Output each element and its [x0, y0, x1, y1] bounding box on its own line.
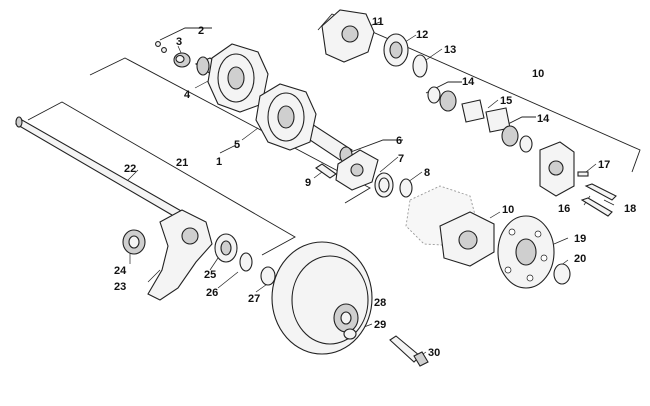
seal-part-7 — [374, 172, 394, 198]
bearing-part-12 — [383, 33, 409, 67]
leader-22 — [127, 169, 139, 181]
leader-23 — [147, 269, 161, 283]
leader-8 — [407, 171, 423, 183]
ring-part-26 — [239, 252, 253, 272]
callout-27: 27 — [248, 293, 260, 305]
bracket-2 — [159, 27, 212, 41]
bearing-cap-part-3 — [173, 52, 191, 68]
leader-9 — [313, 171, 323, 179]
callout-20: 20 — [574, 253, 586, 265]
ring-part-13 — [412, 54, 428, 78]
bracket-10-top — [317, 13, 641, 173]
callout-11: 11 — [372, 16, 384, 28]
pin-part-17 — [577, 171, 589, 177]
gear-part-24 — [122, 229, 146, 255]
callout-8: 8 — [424, 167, 430, 179]
ring-part-20 — [553, 263, 571, 285]
housing-part-11 — [321, 9, 375, 63]
callout-29: 29 — [374, 319, 386, 331]
callout-28: 28 — [374, 297, 386, 309]
leader-1 — [219, 144, 237, 154]
callout-19: 19 — [574, 233, 586, 245]
callout-16: 16 — [558, 203, 570, 215]
callout-10-top: 10 — [532, 68, 544, 80]
washer-part-29 — [343, 328, 357, 340]
leader-4 — [194, 79, 211, 89]
screw-part-2 — [155, 41, 167, 53]
bearing-part-25 — [214, 233, 238, 263]
callout-25: 25 — [204, 269, 216, 281]
callout-18: 18 — [624, 203, 636, 215]
bushing-part-14b — [501, 125, 533, 153]
leader-10b — [489, 211, 501, 219]
callout-9: 9 — [305, 177, 311, 189]
leader-25 — [209, 257, 219, 271]
leader-26 — [217, 271, 239, 289]
leader-17 — [585, 163, 597, 173]
bolt-part-18 — [580, 183, 617, 217]
bolt-part-9 — [315, 163, 337, 179]
bolt-part-30 — [389, 335, 429, 367]
pad-part-15 — [461, 99, 511, 133]
callout-26: 26 — [206, 287, 218, 299]
callout-14-top: 14 — [462, 76, 475, 88]
callout-17: 17 — [598, 159, 610, 171]
bushing-part-14a — [427, 86, 457, 112]
drive-shaft-assembly — [194, 43, 353, 164]
bracket-1 — [89, 57, 371, 204]
callout-7: 7 — [398, 153, 404, 165]
callout-22: 22 — [124, 163, 136, 175]
callout-5: 5 — [234, 139, 240, 151]
callout-23: 23 — [114, 281, 126, 293]
callout-21: 21 — [176, 157, 188, 169]
callout-15: 15 — [500, 95, 512, 107]
callout-12: 12 — [416, 29, 428, 41]
callout-14-right: 14 — [537, 113, 550, 125]
leader-19 — [553, 237, 569, 245]
brake-disc-part-19 — [497, 215, 555, 289]
caliper-part-16 — [539, 141, 575, 197]
leader-5 — [241, 127, 259, 141]
pulley-part-28 — [271, 241, 373, 355]
ring-part-8 — [399, 178, 413, 198]
long-shaft-part-22 — [14, 116, 191, 223]
flange-plate-part-6 — [335, 149, 379, 191]
leader-15 — [487, 99, 499, 109]
caliper-part-10b — [439, 211, 495, 267]
callout-10-bottom: 10 — [502, 204, 514, 216]
callout-labels: 1 2 3 4 5 6 7 8 9 10 10 11 12 13 14 14 1… — [114, 16, 636, 359]
leader-13 — [425, 48, 443, 61]
leader-18 — [603, 199, 615, 206]
callout-3: 3 — [176, 36, 182, 48]
bracket-arm-part-23 — [147, 209, 213, 301]
callout-2: 2 — [198, 25, 204, 37]
leader-7 — [379, 156, 399, 173]
bracket-6 — [339, 139, 403, 157]
callout-6: 6 — [396, 135, 402, 147]
bracket-21 — [27, 101, 296, 256]
callout-13: 13 — [444, 44, 456, 56]
callout-4: 4 — [184, 89, 191, 101]
callout-24: 24 — [114, 265, 127, 277]
callout-1: 1 — [216, 156, 222, 168]
callout-30: 30 — [428, 347, 440, 359]
